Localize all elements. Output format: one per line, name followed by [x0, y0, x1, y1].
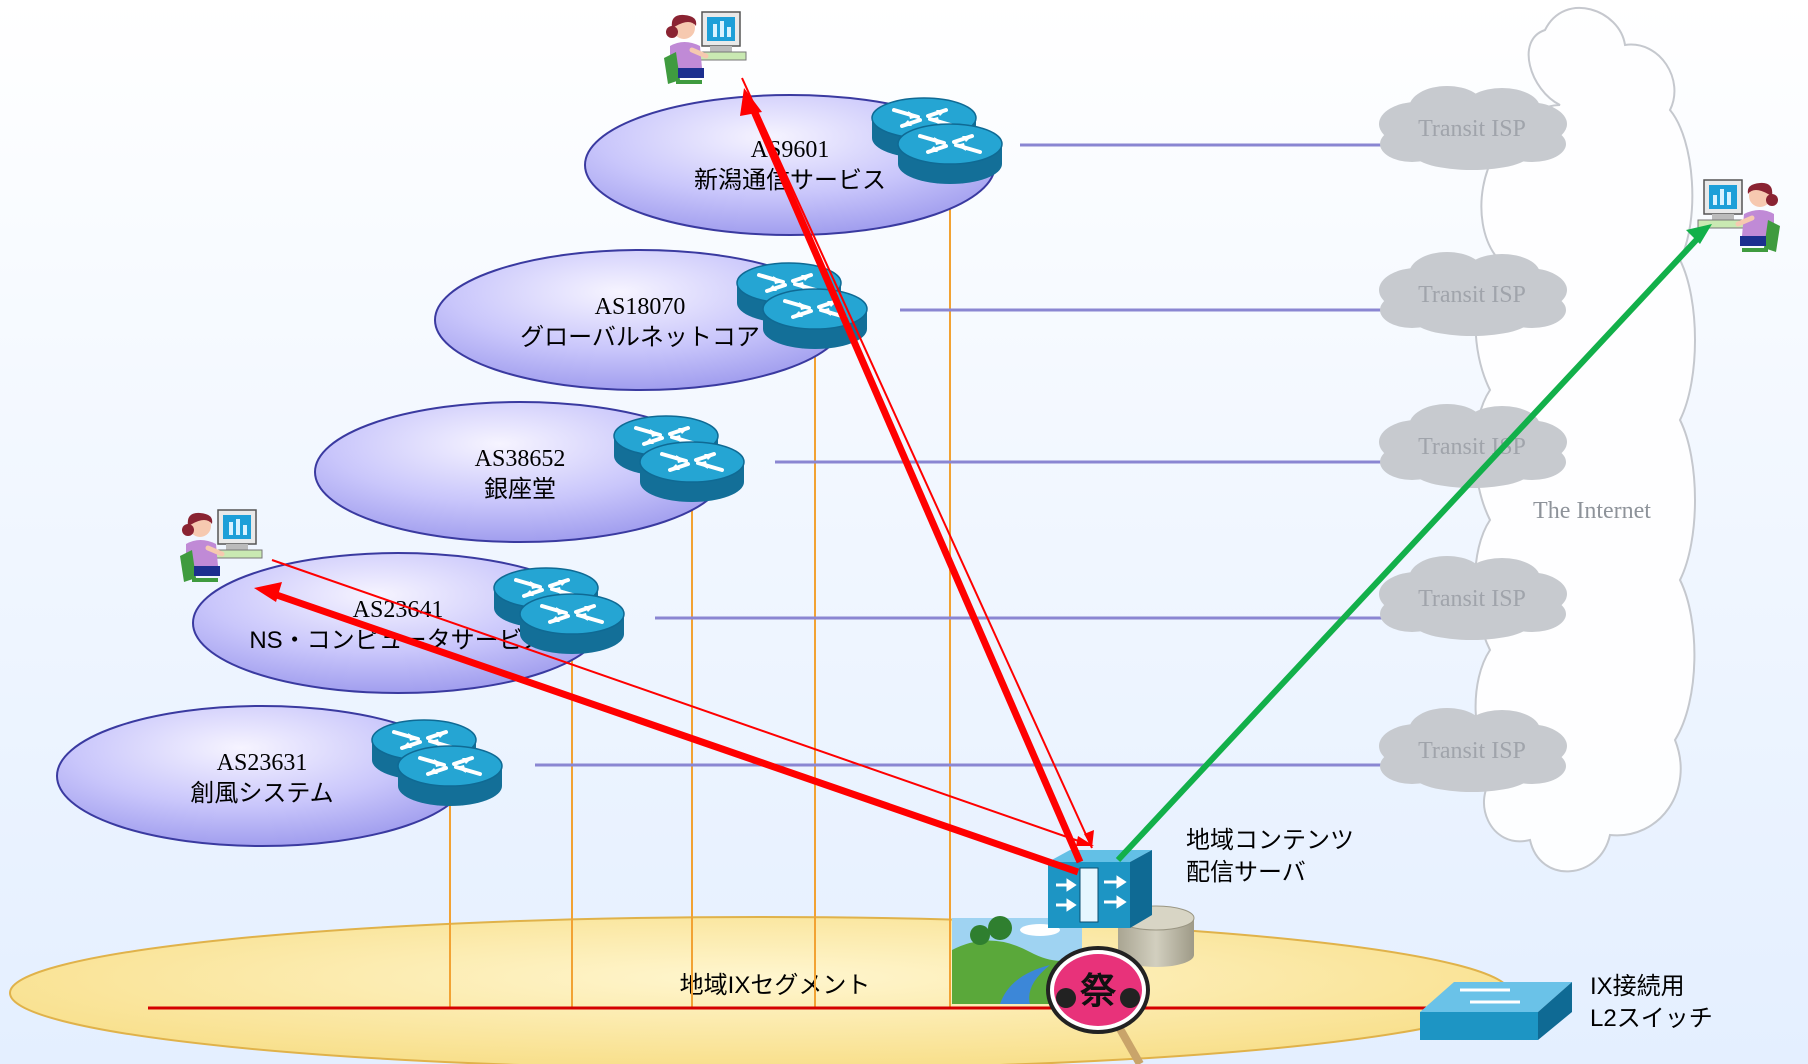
- transit-isp-label: Transit ISP: [1418, 738, 1526, 764]
- switch-label-line2: L2スイッチ: [1590, 1005, 1713, 1032]
- transit-isp-label: Transit ISP: [1418, 282, 1526, 308]
- transit-isp-cloud[interactable]: Transit ISP: [1379, 86, 1567, 170]
- server-icon: [1048, 850, 1152, 928]
- transit-isp-cloud[interactable]: Transit ISP: [1379, 252, 1567, 336]
- delivery-arrow-as23641: [266, 588, 1080, 876]
- transit-isp-cloud[interactable]: Transit ISP: [1379, 556, 1567, 640]
- traffic-arrows: [254, 77, 1712, 876]
- server-label-line2: 配信サーバ: [1186, 859, 1306, 886]
- as-number: AS38652: [475, 446, 566, 472]
- delivery-arrow-internet: [1115, 233, 1703, 863]
- server-label-line1: 地域コンテンツ: [1186, 827, 1354, 854]
- as-number: AS23631: [217, 750, 308, 776]
- user-icon-as23641: [180, 510, 262, 582]
- transit-isp-label: Transit ISP: [1418, 116, 1526, 142]
- switch-label: IX接続用 L2スイッチ: [1590, 973, 1713, 1032]
- request-arrow-as9601: [741, 77, 1093, 849]
- delivery-arrow-as9601: [746, 100, 1084, 864]
- user-icon-as9601: [664, 12, 746, 84]
- server-label: 地域コンテンツ 配信サーバ: [1186, 827, 1354, 886]
- ix-segment-label: 地域IXセグメント: [680, 972, 871, 999]
- transit-isp-cloud[interactable]: Transit ISP: [1379, 708, 1567, 792]
- as-name: 銀座堂: [484, 476, 556, 503]
- festival-char: 祭: [1080, 971, 1117, 1012]
- as-number: AS23641: [353, 597, 444, 623]
- l2-switch-icon: [1420, 982, 1572, 1040]
- as-network-as23631[interactable]: AS23631 創風システム: [56, 705, 468, 847]
- transit-links: [535, 143, 1400, 767]
- ix-segment: 地域IXセグメント: [9, 916, 1511, 1064]
- user-icon-internet: [1698, 180, 1780, 252]
- as-number: AS18070: [595, 294, 686, 320]
- transit-isp-label: Transit ISP: [1418, 586, 1526, 612]
- internet-cloud: The Internet: [1474, 6, 1696, 873]
- festival-fan-icon: 祭: [1046, 946, 1150, 1064]
- internet-label: The Internet: [1533, 498, 1651, 524]
- as-name: グローバルネットコア: [520, 324, 760, 351]
- request-arrow-as23641: [271, 559, 1091, 846]
- as-number: AS9601: [751, 137, 830, 163]
- switch-label-line1: IX接続用: [1590, 973, 1685, 1000]
- as-name: 創風システム: [190, 780, 333, 807]
- ix-drop-lines: [449, 160, 951, 1008]
